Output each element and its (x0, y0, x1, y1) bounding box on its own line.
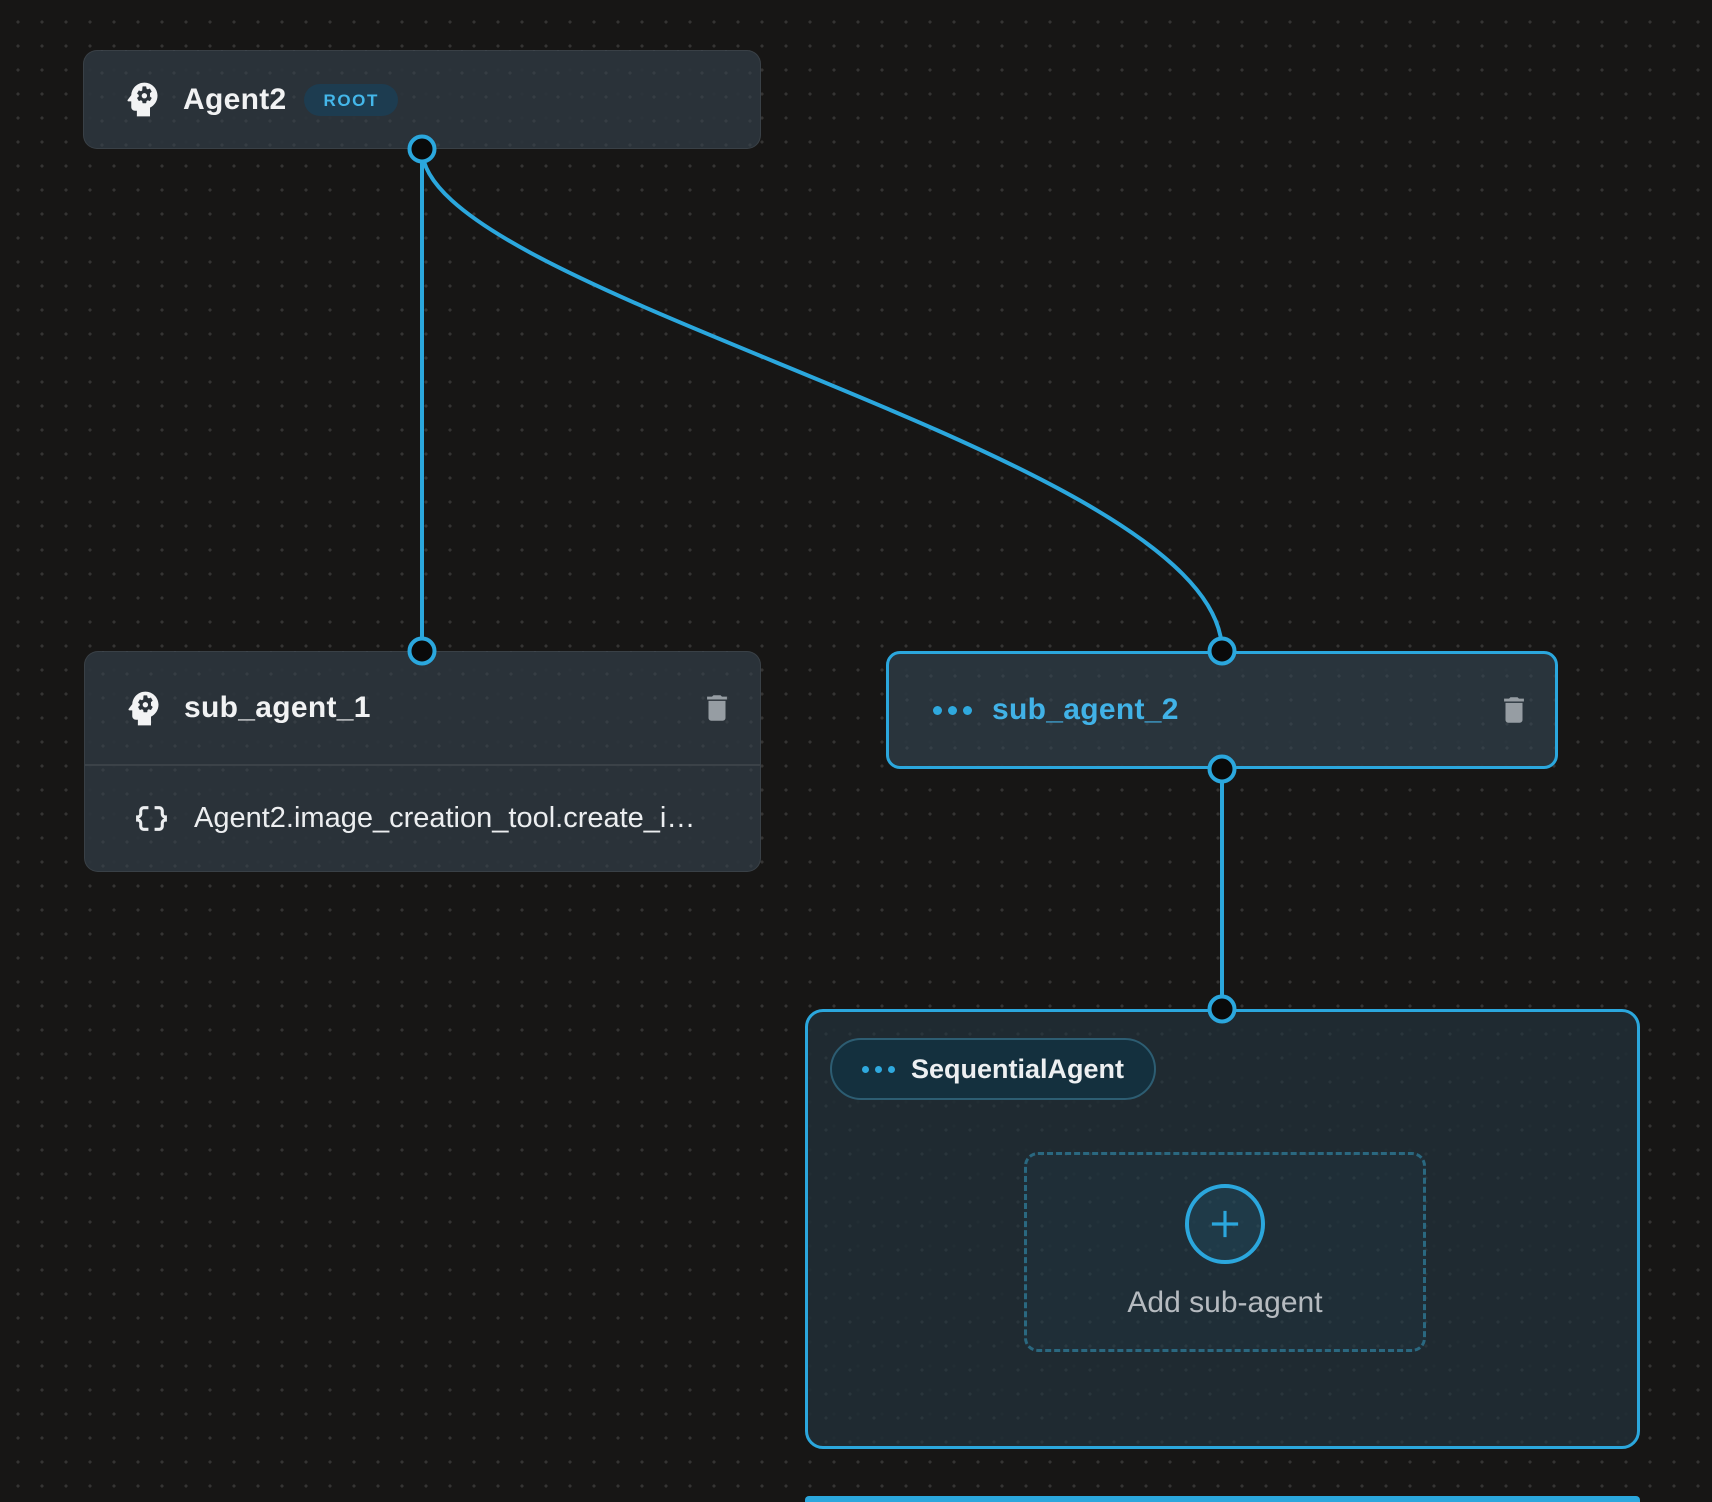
plus-icon (1185, 1184, 1265, 1264)
psychology-icon (121, 686, 166, 731)
connection-handle-agent2-bottom[interactable] (407, 134, 437, 164)
connection-handle-sub-agent-1-top[interactable] (407, 636, 437, 666)
data-object-icon (133, 800, 170, 837)
add-sub-agent-button[interactable]: Add sub-agent (1024, 1152, 1426, 1352)
connection-handle-sub-agent-2-bottom[interactable] (1207, 754, 1237, 784)
more-horiz-icon (862, 1065, 895, 1073)
sequential-agent-container[interactable]: SequentialAgent Add sub-agent (805, 1009, 1640, 1449)
agent-node-sub-agent-2[interactable]: sub_agent_2 (886, 651, 1558, 769)
node-title: sub_agent_1 (184, 691, 371, 724)
offscreen-node-top-edge (805, 1496, 1640, 1502)
tool-label: Agent2.image_creation_tool.create_i… (194, 802, 696, 834)
delete-node-button[interactable] (1497, 693, 1531, 727)
node-header: sub_agent_1 (85, 652, 760, 764)
node-title: Agent2 (183, 82, 287, 116)
connection-handle-sub-agent-2-top[interactable] (1207, 636, 1237, 666)
agent-node-sub-agent-1[interactable]: sub_agent_1 Agent2.image_creation_tool.c… (84, 651, 761, 872)
sequential-agent-badge: SequentialAgent (830, 1038, 1157, 1100)
connection-handle-container-top[interactable] (1207, 994, 1237, 1024)
root-badge: ROOT (304, 83, 398, 116)
edge-agent2-to-sub-agent-2[interactable] (420, 148, 1224, 652)
agent-node-root[interactable]: Agent2 ROOT (83, 50, 761, 149)
node-title: sub_agent_2 (992, 693, 1179, 726)
psychology-icon (120, 77, 165, 122)
add-sub-agent-label: Add sub-agent (1127, 1286, 1323, 1319)
badge-label: SequentialAgent (911, 1053, 1125, 1084)
tool-item[interactable]: Agent2.image_creation_tool.create_i… (85, 766, 760, 871)
more-horiz-icon (933, 705, 972, 715)
node-divider (85, 764, 760, 766)
delete-node-button[interactable] (700, 691, 734, 725)
